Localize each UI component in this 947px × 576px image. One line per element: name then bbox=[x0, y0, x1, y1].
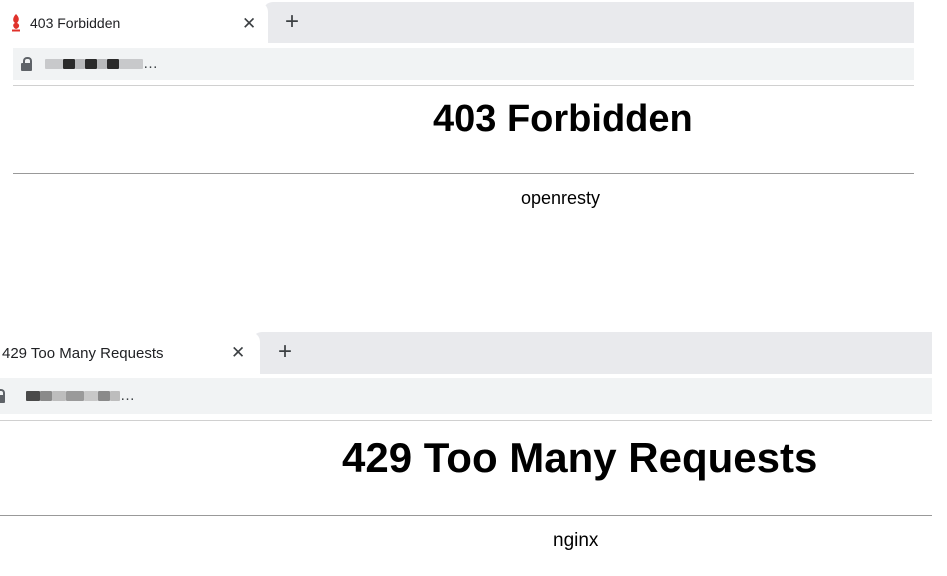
content-top-divider bbox=[0, 420, 932, 421]
browser-window-403: 403 Forbidden ✕ + … 403 Forbidden openre… bbox=[0, 2, 914, 208]
page-heading: 403 Forbidden bbox=[433, 98, 693, 140]
tab-strip bbox=[263, 2, 914, 43]
tab-title: 403 Forbidden bbox=[30, 15, 121, 31]
close-tab-icon[interactable]: ✕ bbox=[231, 343, 246, 362]
lock-icon[interactable] bbox=[21, 57, 32, 71]
lock-icon[interactable] bbox=[0, 389, 5, 403]
tab-title: 429 Too Many Requests bbox=[2, 345, 164, 362]
new-tab-button[interactable]: + bbox=[285, 8, 300, 35]
browser-tab-429[interactable]: 429 Too Many Requests ✕ bbox=[0, 332, 260, 374]
address-bar[interactable]: … bbox=[13, 48, 914, 80]
horizontal-rule bbox=[13, 173, 914, 174]
url-text[interactable]: … bbox=[26, 387, 135, 404]
content-top-divider bbox=[13, 85, 914, 86]
horizontal-rule bbox=[0, 515, 932, 516]
address-bar[interactable]: … bbox=[0, 378, 932, 414]
page-heading: 429 Too Many Requests bbox=[342, 434, 818, 481]
tab-strip bbox=[252, 332, 932, 374]
url-text[interactable]: … bbox=[45, 55, 158, 72]
close-tab-icon[interactable]: ✕ bbox=[242, 14, 257, 33]
server-name: openresty bbox=[521, 188, 601, 208]
browser-tab-403[interactable]: 403 Forbidden ✕ bbox=[0, 2, 268, 44]
site-favicon-icon bbox=[12, 14, 20, 32]
new-tab-button[interactable]: + bbox=[278, 338, 293, 365]
server-name: nginx bbox=[553, 530, 599, 551]
